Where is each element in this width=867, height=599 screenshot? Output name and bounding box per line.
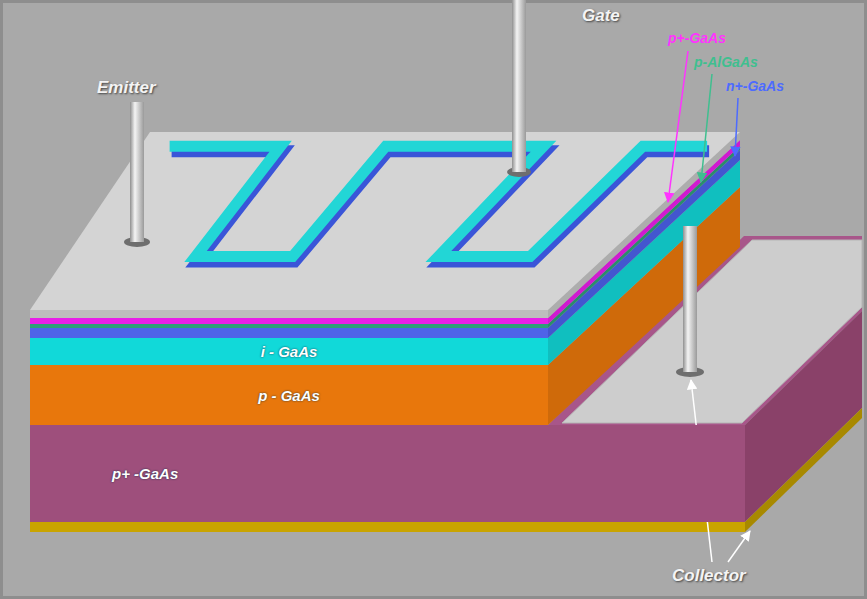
layer-callout: p-AlGaAs <box>694 54 758 71</box>
layer-callout: p+-GaAs <box>668 30 726 47</box>
gate-post <box>512 0 526 172</box>
leader-line <box>728 531 750 562</box>
back-contact-front <box>30 522 745 532</box>
collector-post <box>683 226 697 372</box>
layer-label: p - GaAs <box>258 387 320 404</box>
gate-meander-top <box>170 146 708 256</box>
background <box>3 3 864 596</box>
n-layer-front <box>30 328 548 338</box>
gate-meander <box>170 146 710 261</box>
emitter-post <box>130 102 144 242</box>
cap-layer-front <box>30 318 548 324</box>
layer-callout: n+-GaAs <box>726 78 784 95</box>
leader-line <box>735 98 738 156</box>
substrate-front <box>30 425 745 522</box>
terminal-label: Emitter <box>97 78 156 98</box>
layer-label: p+ -GaAs <box>112 465 178 482</box>
leader-line <box>668 51 688 202</box>
algaas-layer-front <box>30 324 548 328</box>
layer-label: i - GaAs <box>261 343 318 360</box>
layer-band: p+ -GaAs <box>30 425 745 522</box>
layer-band: i - GaAs <box>30 338 548 365</box>
leader-line <box>701 74 712 182</box>
terminal-label: Gate <box>582 6 620 26</box>
metal-front <box>30 310 548 318</box>
back-contact-side <box>745 408 862 532</box>
layer-band: p - GaAs <box>30 365 548 425</box>
terminal-label: Collector <box>672 566 746 586</box>
